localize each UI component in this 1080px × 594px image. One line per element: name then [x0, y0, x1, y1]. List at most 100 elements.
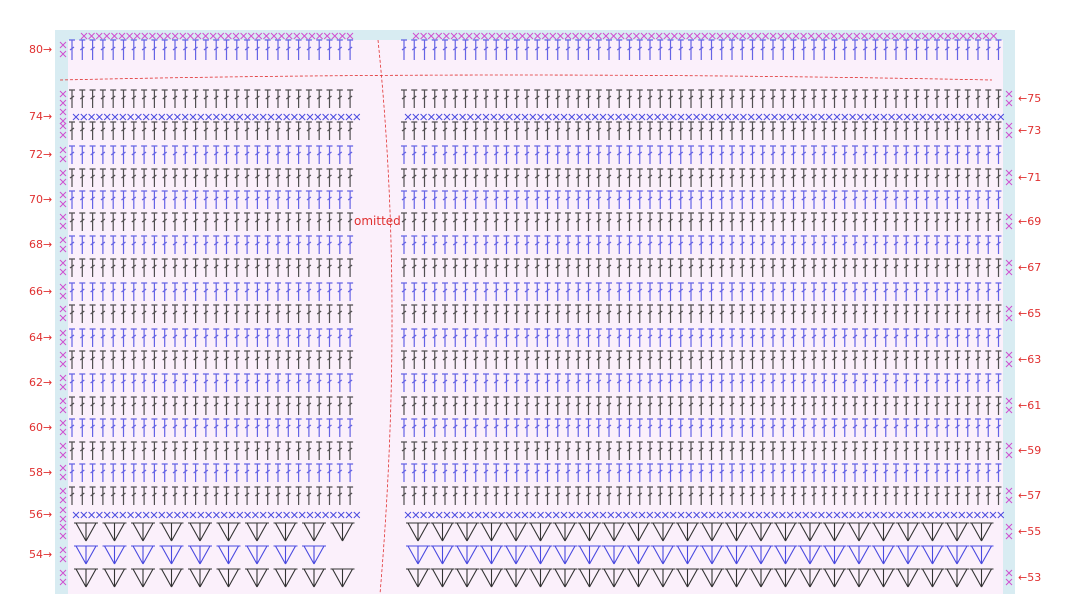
sc-stitch: [267, 113, 275, 121]
v-cluster-stitch: [724, 522, 749, 542]
sc-stitch: [314, 113, 322, 121]
dc-stitch: [893, 145, 899, 164]
dc-stitch: [172, 373, 178, 392]
dc-stitch: [718, 304, 725, 323]
edge-marker: [59, 569, 67, 577]
dc-stitch: [811, 145, 817, 164]
dc-stitch: [964, 328, 971, 347]
dc-stitch: [244, 350, 251, 369]
sc-stitch: [610, 32, 617, 40]
dc-stitch: [524, 39, 530, 60]
dc-stitch: [99, 373, 106, 392]
dc-stitch: [575, 39, 582, 60]
dc-stitch: [903, 328, 910, 347]
sc-stitch: [982, 32, 990, 40]
dc-stitch: [872, 486, 879, 505]
dc-stitch: [903, 282, 910, 301]
dc-stitch: [192, 235, 199, 254]
row-label-66: 66→: [29, 285, 53, 298]
row-66: [59, 282, 1002, 301]
edge-marker: [59, 419, 67, 427]
dc-stitch: [954, 396, 961, 415]
dc-stitch: [688, 486, 694, 505]
dc-stitch: [223, 190, 230, 209]
dc-stitch: [862, 328, 869, 347]
dc-stitch: [636, 486, 643, 505]
dc-stitch: [89, 304, 96, 323]
dc-stitch: [431, 190, 438, 209]
dc-stitch: [182, 486, 189, 505]
dc-stitch: [893, 350, 899, 369]
dc-stitch: [89, 212, 96, 231]
dc-stitch: [616, 396, 623, 415]
dc-stitch: [647, 441, 653, 460]
sc-stitch: [156, 32, 164, 40]
edge-marker: [59, 222, 67, 230]
dc-stitch: [852, 441, 858, 460]
sc-stitch: [240, 32, 247, 40]
sc-stitch: [459, 113, 466, 121]
dc-stitch: [882, 486, 889, 505]
v-cluster-stitch: [528, 545, 553, 565]
dc-stitch: [544, 89, 551, 108]
sc-stitch: [331, 32, 339, 40]
dc-stitch: [79, 89, 86, 108]
sc-stitch: [119, 113, 127, 121]
dc-stitch: [964, 282, 971, 301]
dc-stitch: [285, 486, 292, 505]
dc-stitch: [534, 258, 541, 277]
dc-stitch: [677, 212, 684, 231]
dc-stitch: [852, 486, 858, 505]
dc-stitch: [780, 235, 787, 254]
dc-stitch: [657, 282, 664, 301]
row-75: [59, 89, 1013, 108]
sc-stitch: [769, 32, 777, 40]
dc-stitch: [472, 258, 479, 277]
v-cluster-stitch: [102, 568, 127, 588]
dc-stitch: [862, 168, 869, 187]
sc-stitch: [126, 32, 133, 40]
dc-stitch: [233, 89, 240, 108]
dc-stitch: [254, 168, 261, 187]
sc-stitch: [568, 511, 576, 519]
dc-stitch: [462, 39, 469, 60]
dc-stitch: [749, 328, 756, 347]
dc-stitch: [565, 89, 571, 108]
edge-marker: [1005, 569, 1013, 577]
dc-stitch: [89, 486, 96, 505]
dc-stitch: [585, 418, 592, 437]
dc-stitch: [503, 89, 510, 108]
dc-stitch: [616, 418, 623, 437]
v-cluster-stitch: [798, 545, 822, 565]
sc-stitch: [607, 113, 615, 121]
dc-stitch: [411, 168, 418, 187]
dc-stitch: [575, 373, 582, 392]
dc-stitch: [544, 328, 551, 347]
dc-stitch: [995, 121, 1002, 140]
dc-stitch: [172, 441, 178, 460]
dc-stitch: [213, 328, 220, 347]
dc-stitch: [606, 168, 612, 187]
edge-marker: [59, 578, 67, 586]
dc-stitch: [544, 418, 551, 437]
dc-stitch: [275, 418, 281, 437]
dc-stitch: [893, 39, 899, 60]
dc-stitch: [524, 373, 530, 392]
dc-stitch: [79, 168, 86, 187]
dc-stitch: [316, 486, 323, 505]
dc-stitch: [172, 258, 178, 277]
dc-stitch: [821, 39, 828, 60]
dc-stitch: [411, 258, 418, 277]
v-cluster-stitch: [216, 522, 241, 542]
v-cluster-stitch: [302, 545, 326, 565]
dc-stitch: [233, 441, 240, 460]
dc-stitch: [800, 486, 807, 505]
dc-stitch: [472, 190, 479, 209]
dc-stitch: [893, 190, 899, 209]
dc-stitch: [595, 486, 602, 505]
sc-stitch: [740, 511, 747, 519]
dc-stitch: [934, 212, 940, 231]
dc-stitch: [79, 39, 86, 60]
dc-stitch: [595, 168, 602, 187]
dc-stitch: [975, 282, 981, 301]
